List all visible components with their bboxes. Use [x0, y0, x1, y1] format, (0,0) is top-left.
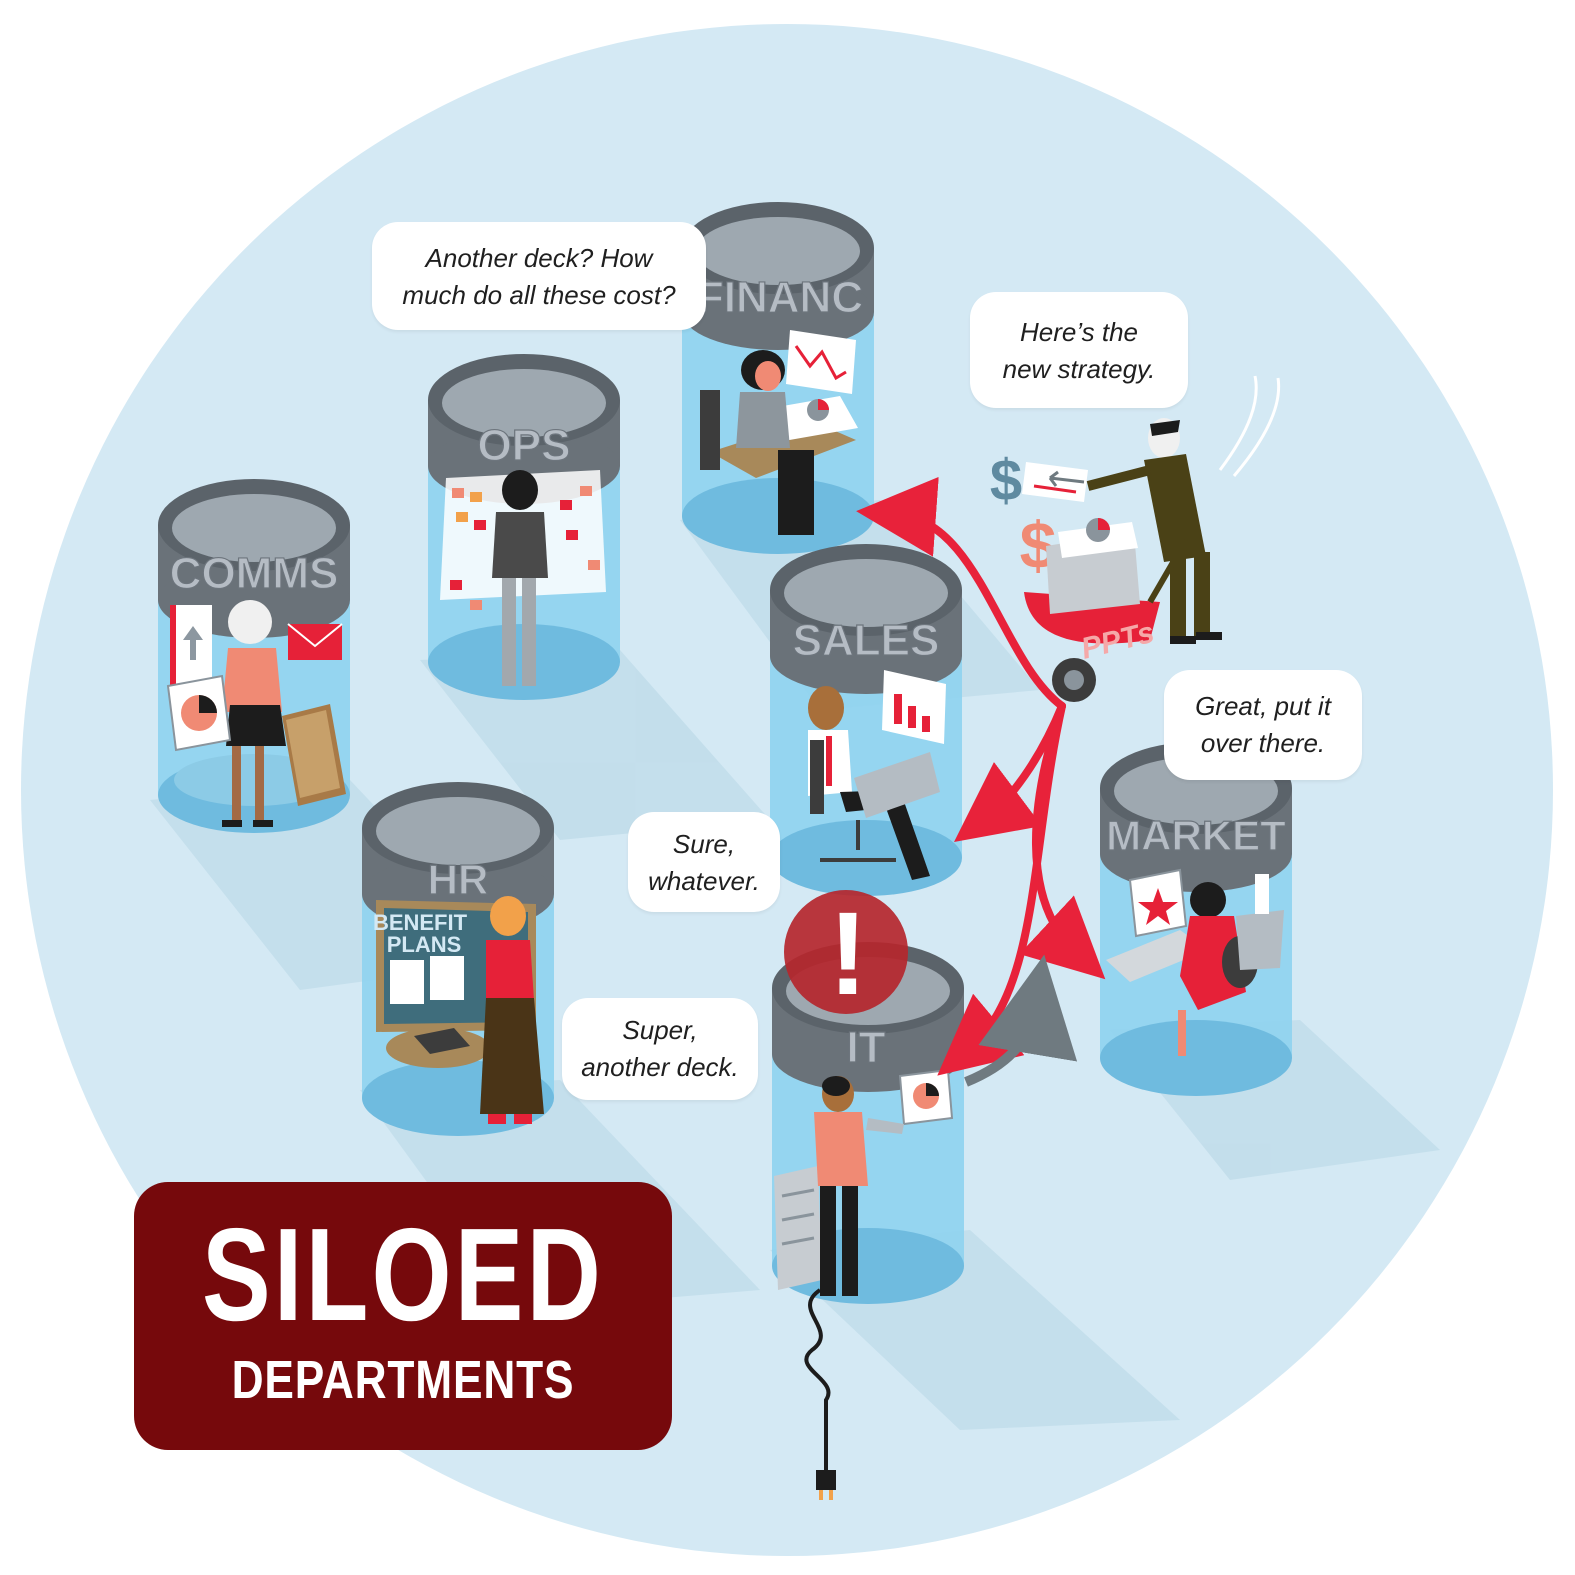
speech-line: over there. [1200, 728, 1326, 758]
silo-label-it: IT [846, 1023, 885, 1072]
pie-chart-icon [181, 695, 217, 731]
motion-lines [1218, 375, 1281, 477]
marketing-desk [1106, 930, 1208, 982]
silo-label-ops: OPS [478, 421, 571, 470]
silo-label-hr: HR [428, 856, 489, 903]
speech-line: Here’s the [1019, 317, 1139, 347]
speech-bubble-strategy: Here’s the new strategy. [970, 292, 1188, 408]
arrow-icon [856, 477, 1066, 710]
board-line-2: PLANS [387, 932, 462, 957]
it-worker [814, 1076, 868, 1296]
line-chart-icon [786, 330, 856, 394]
silo-label-marketing: MARKET [1106, 812, 1286, 859]
speech-line: another deck. [581, 1052, 739, 1082]
power-plug-icon [804, 1288, 836, 1500]
speech-line: much do all these cost? [402, 280, 676, 310]
phone-desk [386, 1028, 490, 1068]
speech-bubble-marketing: Great, put it over there. [1164, 670, 1362, 780]
strategy-manager [1086, 418, 1222, 644]
title-box: SILOED DEPARTMENTS [134, 1182, 672, 1450]
board-line-1: BENEFIT [373, 910, 468, 935]
ppt-wheelbarrow: PPTs [1024, 518, 1189, 702]
title-main: SILOED [201, 1201, 604, 1348]
title-sub: DEPARTMENTS [231, 1350, 575, 1410]
silo-label-comms: COMMS [170, 549, 339, 598]
speech-bubble-finance: Another deck? How much do all these cost… [372, 222, 706, 330]
silo-marketing: MARKET [1100, 742, 1292, 1096]
arrow-icon [964, 954, 1078, 1087]
speech-line: Another deck? How [425, 243, 653, 273]
office-chair [820, 820, 896, 862]
bar-chart-icon [170, 605, 212, 687]
speech-bubble-it: Super, another deck. [562, 998, 758, 1100]
alert-symbol: ! [828, 888, 867, 1020]
speech-line: Sure, [672, 829, 736, 859]
finance-worker [700, 350, 814, 535]
laptop-icon [166, 674, 232, 752]
alert-icon: ! [784, 888, 908, 1020]
speech-line: Great, put it [1195, 691, 1331, 721]
silo-it: IT [772, 942, 964, 1304]
speech-line: whatever. [648, 866, 760, 896]
laptop-icon [866, 1068, 954, 1134]
pie-chart-icon [913, 1083, 939, 1109]
comms-worker [222, 600, 286, 827]
silo-hr: HR BENEFIT PLANS [362, 782, 554, 1136]
ops-worker [492, 470, 548, 686]
dollar-sign-gray: $ [990, 448, 1022, 513]
silo-finance: FINANC [682, 202, 874, 554]
strategy-document [1022, 462, 1088, 502]
silo-label-finance: FINANC [697, 273, 863, 322]
silo-label-sales: SALES [793, 616, 940, 665]
bar-chart-icon [882, 670, 946, 744]
server-icon [774, 1166, 822, 1290]
speech-line: Super, [622, 1015, 698, 1045]
notebook-icon [282, 704, 346, 806]
star-icon [1128, 868, 1188, 938]
speech-bubble-sales: Sure, whatever. [628, 812, 780, 912]
sales-worker [808, 686, 940, 880]
envelope-icon [287, 623, 343, 660]
silo-comms: COMMS [158, 479, 350, 833]
silo-sales: SALES [770, 544, 962, 896]
silo-ops: OPS [428, 354, 620, 700]
speech-line: new strategy. [1002, 354, 1156, 384]
trash-bin-icon [1236, 874, 1284, 970]
hr-worker [480, 896, 544, 1124]
